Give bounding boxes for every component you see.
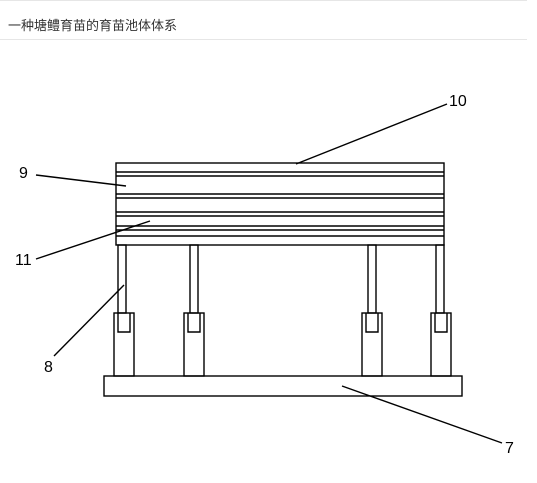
- sleeve-notch-3: [365, 313, 379, 333]
- leg-rod-3: [367, 244, 377, 314]
- callout-label-9: 9: [19, 165, 28, 182]
- leg-rod-2: [189, 244, 199, 314]
- callout-label-7: 7: [505, 440, 514, 457]
- callout-label-10: 10: [449, 93, 467, 110]
- base-plate: [103, 375, 463, 397]
- leader-line-11: [35, 220, 151, 260]
- leader-line-7: [341, 385, 503, 444]
- sleeve-notch-4: [434, 313, 448, 333]
- sleeve-notch-2: [187, 313, 201, 333]
- page-title: 一种塘鳢育苗的育苗池体体系: [8, 19, 178, 34]
- leg-rod-4: [435, 244, 445, 314]
- leg-sleeve-4: [430, 312, 452, 377]
- page-header: 一种塘鳢育苗的育苗池体体系: [0, 0, 527, 40]
- sleeve-notch-1: [117, 313, 131, 333]
- leg-rod-1: [117, 244, 127, 314]
- leader-line-9: [35, 174, 127, 187]
- callout-label-11: 11: [15, 252, 32, 269]
- upper-assembly: [115, 162, 445, 246]
- leg-sleeve-2: [183, 312, 205, 377]
- leader-line-10: [295, 103, 448, 165]
- callout-label-8: 8: [44, 359, 53, 376]
- leader-line-8: [53, 284, 125, 357]
- leg-sleeve-1: [113, 312, 135, 377]
- leg-sleeve-3: [361, 312, 383, 377]
